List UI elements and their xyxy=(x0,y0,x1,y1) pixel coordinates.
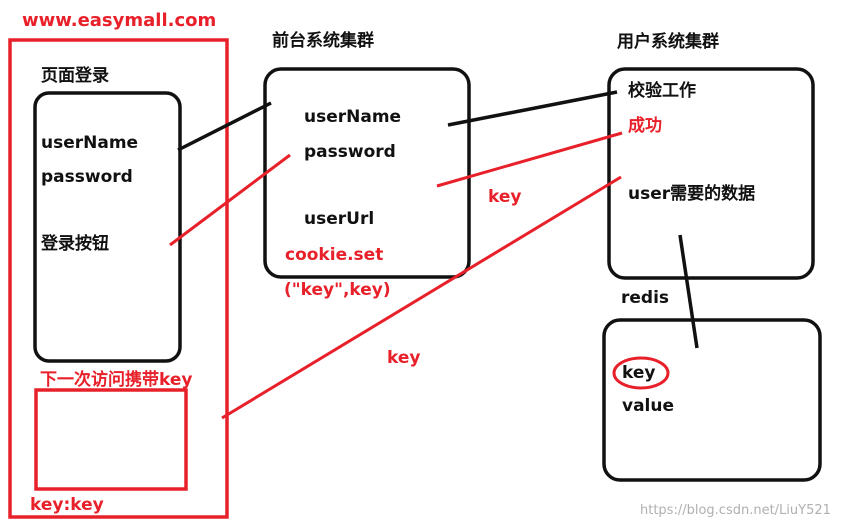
redis-key-highlight xyxy=(612,356,670,390)
edge-login-button-to-frontend xyxy=(169,153,291,247)
user-system-title: 用户系统集群 xyxy=(617,32,719,52)
edge-user-system-to-redis xyxy=(678,234,699,349)
login-password-field: password xyxy=(41,167,133,187)
login-username-field: userName xyxy=(41,133,139,153)
user-system-success: 成功 xyxy=(628,116,662,136)
redis-title: redis xyxy=(621,288,670,308)
edge-success-to-frontend xyxy=(436,131,623,188)
watermark: https://blog.csdn.net/LiuY521 xyxy=(640,503,831,518)
login-page-box xyxy=(33,91,182,363)
edge-user-data-to-cookie xyxy=(221,175,622,420)
user-system-box xyxy=(607,67,815,280)
edge-frontend-to-user-system xyxy=(447,90,618,127)
frontend-password-field: password xyxy=(304,142,396,162)
redis-box xyxy=(602,318,822,482)
browser-frame xyxy=(8,38,229,519)
frontend-userurl-field: userUrl xyxy=(304,209,375,229)
cookie-set-label: cookie.set xyxy=(285,245,384,265)
redis-key: key xyxy=(622,363,656,383)
edge-label-key-success: key xyxy=(488,187,522,207)
cookie-box xyxy=(34,388,188,491)
user-system-user-data: user需要的数据 xyxy=(628,184,756,204)
redis-value: value xyxy=(622,396,675,416)
next-visit-label: 下一次访问携带key xyxy=(40,370,193,390)
user-system-verify: 校验工作 xyxy=(628,81,696,101)
login-button-label: 登录按钮 xyxy=(41,234,109,254)
edge-login-to-frontend xyxy=(177,101,272,152)
frontend-title: 前台系统集群 xyxy=(272,31,374,51)
edge-label-key-cookie: key xyxy=(387,348,421,368)
frontend-username-field: userName xyxy=(304,107,402,127)
site-url: www.easymall.com xyxy=(22,10,217,31)
cookie-set-args: ("key",key) xyxy=(284,280,391,300)
login-page-title: 页面登录 xyxy=(41,66,109,86)
cookie-label: key:key xyxy=(30,495,104,515)
